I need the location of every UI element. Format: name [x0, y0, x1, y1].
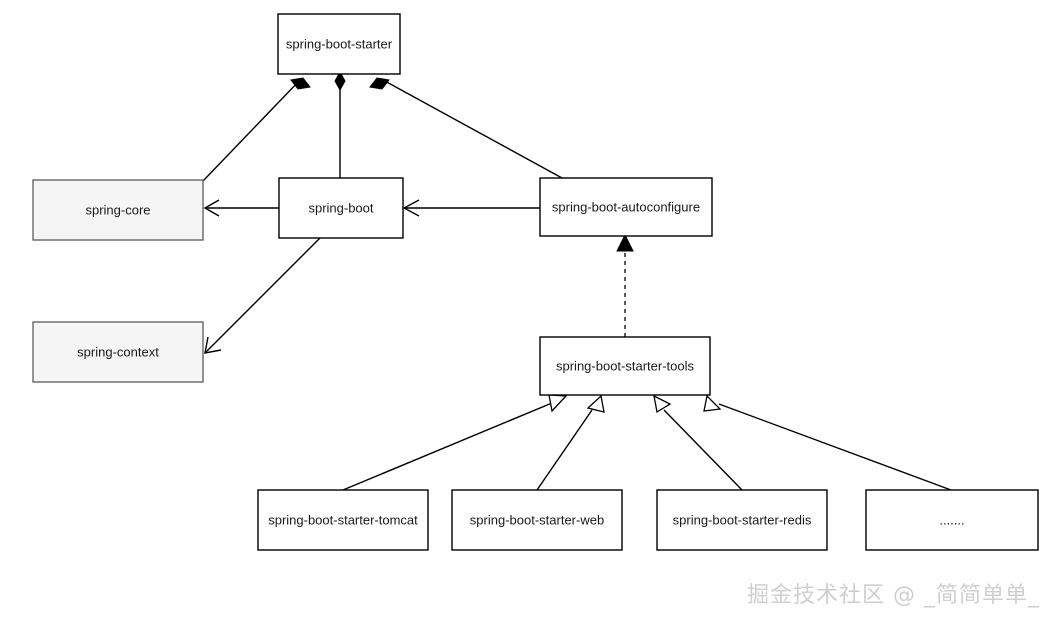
edge-line-tomcat-to-tools [342, 402, 553, 491]
node-spring-boot-starter-tools[interactable]: spring-boot-starter-tools [539, 336, 711, 396]
node-spring-boot-starter-tomcat[interactable]: spring-boot-starter-tomcat [257, 489, 429, 551]
hollow-triangle-icon [703, 394, 722, 412]
watermark-text: 掘金技术社区 @ _简简单单_ [747, 583, 1040, 608]
node-box[interactable] [278, 177, 404, 239]
edge-starter-to-core [202, 77, 311, 182]
node-box[interactable] [32, 321, 204, 383]
node-label: spring-boot-autoconfigure [552, 199, 700, 214]
edge-line-starter-to-autoconfigure [382, 79, 563, 179]
node-box[interactable] [257, 489, 429, 551]
node-label: spring-boot-starter [286, 36, 393, 51]
node-spring-context[interactable]: spring-context [32, 321, 204, 383]
filled-triangle-icon [616, 233, 634, 252]
node-box[interactable] [865, 489, 1039, 551]
node-box[interactable] [539, 177, 713, 237]
composition-diamond-icon [290, 77, 311, 90]
hollow-triangle-icon [653, 394, 672, 414]
node-box[interactable] [32, 179, 204, 241]
edge-line-starter-to-core [202, 79, 301, 182]
edge-starter-to-boot [334, 70, 346, 178]
edge-boot-to-context [204, 237, 321, 354]
node-box[interactable] [656, 489, 828, 551]
node-label: spring-boot-starter-redis [673, 512, 812, 527]
edge-tools-to-autoconfigure [616, 233, 634, 337]
node-label: spring-core [85, 202, 150, 217]
node-box[interactable] [539, 336, 711, 396]
composition-diamond-icon [369, 77, 390, 90]
edge-boot-to-core [203, 199, 279, 217]
node-spring-boot-starter[interactable]: spring-boot-starter [277, 13, 401, 75]
edge-redis-to-tools [653, 394, 743, 491]
edge-line-redis-to-tools [663, 409, 743, 491]
edge-line-web-to-tools [536, 409, 593, 491]
node-box[interactable] [451, 489, 623, 551]
node-label: spring-context [77, 344, 159, 359]
node-spring-boot-starter-redis[interactable]: spring-boot-starter-redis [656, 489, 828, 551]
node-more-starters[interactable]: ....... [865, 489, 1039, 551]
edge-more-to-tools [703, 394, 952, 491]
node-layer: spring-boot-starter spring-core spring-b… [32, 13, 1039, 551]
open-arrow-icon [402, 199, 420, 217]
node-box[interactable] [277, 13, 401, 75]
open-arrow-icon [203, 199, 220, 217]
hollow-triangle-icon [586, 394, 605, 413]
edge-web-to-tools [536, 394, 605, 491]
node-spring-core[interactable]: spring-core [32, 179, 204, 241]
node-spring-boot[interactable]: spring-boot [278, 177, 404, 239]
node-label: spring-boot-starter-tomcat [268, 512, 418, 527]
composition-diamond-icon [334, 70, 346, 92]
node-label: spring-boot-starter-web [470, 512, 604, 527]
edge-line-boot-to-context [205, 237, 321, 353]
edge-tomcat-to-tools [342, 394, 568, 491]
node-label: spring-boot [308, 200, 373, 215]
edge-starter-to-autoconfigure [369, 77, 563, 179]
node-spring-boot-starter-web[interactable]: spring-boot-starter-web [451, 489, 623, 551]
open-arrow-icon [204, 336, 222, 354]
edge-autoconfigure-to-boot [402, 199, 540, 217]
node-label: spring-boot-starter-tools [556, 358, 694, 373]
hollow-triangle-icon [548, 394, 568, 413]
edge-line-more-to-tools [718, 403, 952, 491]
edge-layer [202, 70, 952, 491]
node-label: ....... [939, 512, 964, 527]
node-spring-boot-autoconfigure[interactable]: spring-boot-autoconfigure [539, 177, 713, 237]
